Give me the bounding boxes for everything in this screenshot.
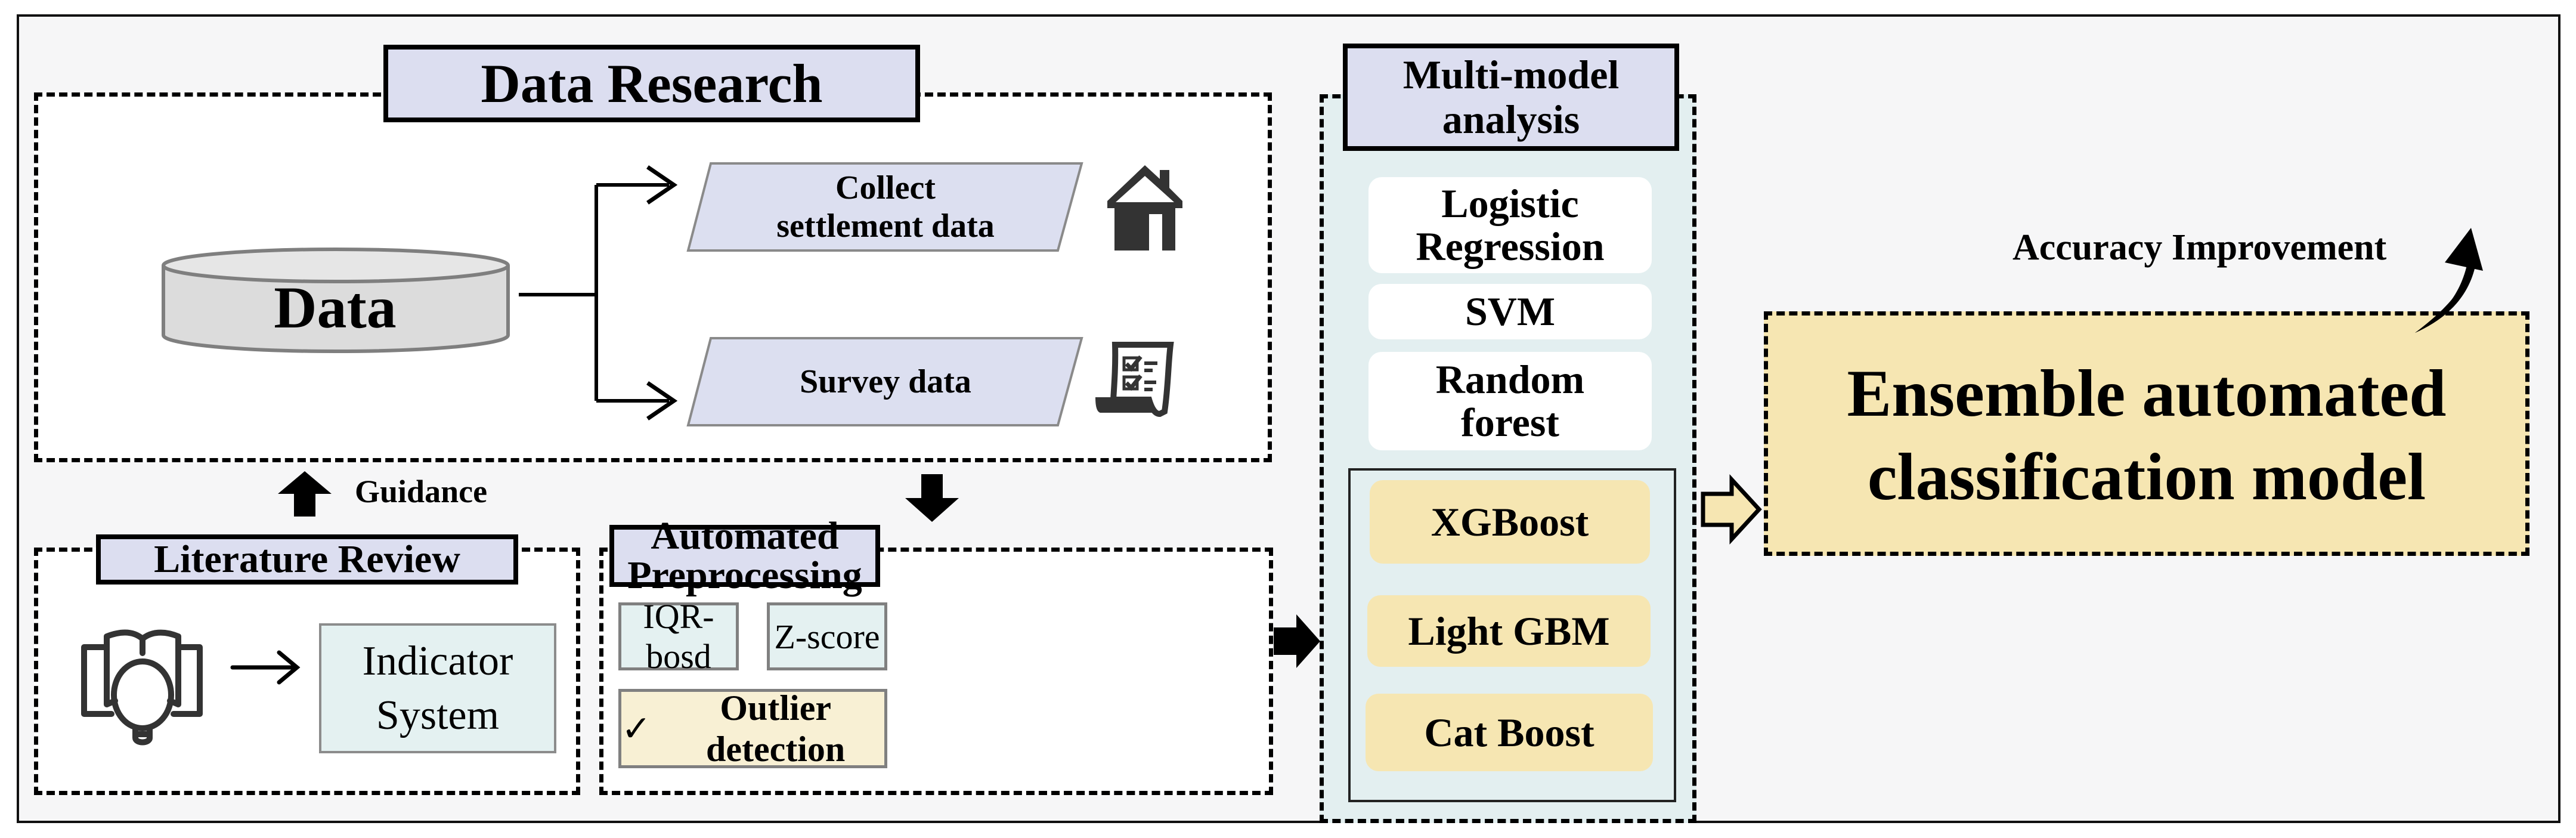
guidance-label: Guidance bbox=[355, 473, 487, 510]
right-block-arrow-icon bbox=[1274, 614, 1320, 668]
curved-up-arrow-icon bbox=[2415, 228, 2483, 333]
logistic-line1: Logistic bbox=[1441, 181, 1579, 227]
ensemble-line1: Ensemble automated bbox=[1847, 357, 2447, 431]
model-logistic-regression: Logistic Regression bbox=[1368, 177, 1652, 273]
data-source-text: Data bbox=[274, 274, 397, 341]
method-zscore-text: Z-score bbox=[774, 617, 880, 656]
random-forest-line2: forest bbox=[1461, 399, 1559, 445]
guidance-text: Guidance bbox=[355, 474, 488, 509]
right-arrow-icon bbox=[230, 650, 301, 685]
multi-model-title-line1: Multi-model bbox=[1402, 52, 1620, 98]
automated-preprocessing-title-text: Automated Preprocessing bbox=[627, 514, 862, 597]
lightgbm-text: Light GBM bbox=[1408, 608, 1610, 654]
catboost-text: Cat Boost bbox=[1424, 709, 1594, 755]
collect-settlement-shape bbox=[686, 162, 1083, 252]
literature-review-title-text: Literature Review bbox=[154, 537, 460, 581]
method-iqr-box: IQR-bosd bbox=[618, 597, 739, 676]
outlier-detection-text: Outlier detection bbox=[706, 688, 846, 769]
multi-model-title: Multi-model analysis bbox=[1343, 44, 1679, 151]
svm-text: SVM bbox=[1465, 288, 1556, 334]
down-arrow-icon bbox=[905, 474, 959, 522]
xgboost-text: XGBoost bbox=[1431, 499, 1589, 545]
data-research-title: Data Research bbox=[383, 45, 920, 122]
ensemble-model-box bbox=[1764, 311, 2529, 556]
random-forest-line1: Random bbox=[1435, 357, 1585, 403]
collect-settlement-line2: settlement data bbox=[776, 208, 995, 245]
data-research-title-text: Data Research bbox=[481, 53, 823, 114]
indicator-line2: System bbox=[376, 692, 500, 738]
book-magnifier-icon bbox=[81, 629, 203, 746]
survey-data-shape bbox=[686, 337, 1083, 426]
hollow-right-arrow-icon bbox=[1701, 474, 1762, 545]
model-svm: SVM bbox=[1368, 284, 1652, 339]
model-xgboost: XGBoost bbox=[1370, 480, 1650, 564]
ensemble-line2: classification model bbox=[1867, 440, 2426, 514]
checklist-scroll-icon bbox=[1095, 342, 1174, 418]
database-cylinder-icon bbox=[162, 248, 510, 353]
collect-settlement-line1: Collect bbox=[835, 169, 936, 206]
method-zscore-box: Z-score bbox=[767, 602, 887, 670]
check-icon: ✓ bbox=[621, 709, 652, 749]
outlier-detection-box: ✓ Outlier detection bbox=[618, 688, 887, 769]
literature-review-title: Literature Review bbox=[96, 534, 518, 585]
accuracy-improvement-text: Accuracy Improvement bbox=[2012, 227, 2387, 268]
indicator-system-box: Indicator System bbox=[319, 623, 556, 753]
model-lightgbm: Light GBM bbox=[1367, 595, 1651, 667]
indicator-line1: Indicator bbox=[362, 638, 513, 684]
ensemble-model-label: Ensemble automated classification model bbox=[1768, 322, 2525, 549]
collect-settlement-label: Collect settlement data bbox=[710, 162, 1061, 252]
multi-model-title-line2: analysis bbox=[1442, 97, 1580, 142]
survey-data-text: Survey data bbox=[800, 363, 971, 400]
model-catboost: Cat Boost bbox=[1366, 694, 1653, 771]
method-iqr-text: IQR-bosd bbox=[643, 597, 714, 676]
data-split-connector bbox=[519, 165, 678, 420]
logistic-line2: Regression bbox=[1416, 223, 1605, 269]
data-source-label: Data bbox=[162, 271, 508, 343]
automated-preprocessing-title: Automated Preprocessing bbox=[609, 517, 880, 595]
house-icon bbox=[1107, 165, 1182, 251]
model-random-forest: Random forest bbox=[1368, 352, 1652, 450]
survey-data-label: Survey data bbox=[710, 337, 1061, 426]
guidance-up-arrow-icon bbox=[278, 471, 332, 517]
accuracy-improvement-label: Accuracy Improvement bbox=[2012, 227, 2386, 269]
